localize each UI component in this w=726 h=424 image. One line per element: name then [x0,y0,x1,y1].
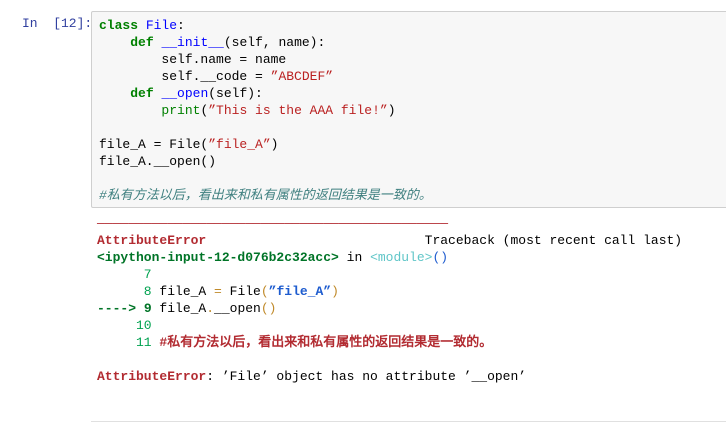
code-token: ”file_A” [208,137,271,152]
code-token: ) [270,137,279,152]
code-line: self.__code = ”ABCDEF” [99,68,726,85]
output-line: ————————————————————————————————————————… [97,215,682,232]
code-token: 9 [136,301,152,316]
code-token: . [206,301,215,316]
cell-prompt: In [12]: [22,16,93,31]
code-token: file_A [151,284,215,299]
code-token: AttributeError [97,233,207,248]
code-token: file_A [151,301,207,316]
code-token: ( [200,103,209,118]
output-line: ----> 9 file_A.__open() [97,300,682,317]
code-token: #私有方法以后，看出来和私有属性的返回结果是一致的。 [99,188,432,203]
code-token: () [260,301,277,316]
code-token: ) [331,284,339,299]
output-line: 8 file_A = File(”file_A”) [97,283,682,300]
code-token [99,103,161,118]
code-token: (self): [208,86,263,101]
code-token [99,86,130,101]
code-token: 7 [97,267,152,282]
code-token: AttributeError [97,369,207,384]
code-line: file_A = File(”file_A”) [99,136,726,153]
code-token: file_A = File( [99,137,209,152]
code-token: self.__code = [99,69,271,84]
output-line: AttributeError: ’File’ object has no att… [97,368,682,385]
code-token: ”file_A” [268,284,332,299]
code-token: ”ABCDEF” [270,69,334,84]
cell-output: ————————————————————————————————————————… [97,215,682,385]
output-line [97,351,682,368]
code-token: __open [161,86,209,101]
code-token: def [130,86,162,101]
code-token: <module> [370,250,433,265]
code-token: File [145,18,178,33]
code-token: Traceback (most recent call last) [206,233,683,248]
code-token: 11 [97,335,152,350]
output-line: 10 [97,317,682,334]
code-line [99,170,726,187]
code-token: : ’File’ object has no attribute ’__open… [206,369,527,384]
code-token: = [214,284,222,299]
code-input-area[interactable]: class File: def __init__(self, name): se… [91,11,726,208]
code-token: ”This is the AAA file!” [208,103,388,118]
code-token: def [130,35,162,50]
cell-divider [91,421,726,422]
code-line: def __open(self): [99,85,726,102]
code-token: () [432,250,449,265]
code-token: <ipython-input-12-d076b2c32acc> [97,250,339,265]
code-line: #私有方法以后，看出来和私有属性的返回结果是一致的。 [99,187,726,204]
code-token: ————————————————————————————————————————… [97,216,449,231]
code-line: class File: [99,17,726,34]
code-token: : [177,18,185,33]
code-token: __open [214,301,261,316]
code-token: self.name = name [99,52,287,67]
code-token: print [161,103,201,118]
code-line: print(”This is the AAA file!”) [99,102,726,119]
code-token: __init__ [161,35,224,50]
code-token: 8 [97,284,152,299]
code-token: in [338,250,371,265]
output-line: 7 [97,266,682,283]
code-token: 10 [97,318,152,333]
code-token: file_A.__open() [99,154,217,169]
code-line [99,119,726,136]
code-token: ) [387,103,396,118]
code-token: class [99,18,146,33]
code-token: File [221,284,261,299]
code-token: ( [260,284,269,299]
output-line: 11 #私有方法以后，看出来和私有属性的返回结果是一致的。 [97,334,682,351]
code-token [99,35,130,50]
code-token: (self, name): [223,35,326,50]
code-token: ----> [97,301,137,316]
output-line: AttributeError Traceback (most recent ca… [97,232,682,249]
code-line: file_A.__open() [99,153,726,170]
code-line: def __init__(self, name): [99,34,726,51]
output-line: <ipython-input-12-d076b2c32acc> in <modu… [97,249,682,266]
code-line: self.name = name [99,51,726,68]
code-token: #私有方法以后，看出来和私有属性的返回结果是一致的。 [151,335,493,350]
